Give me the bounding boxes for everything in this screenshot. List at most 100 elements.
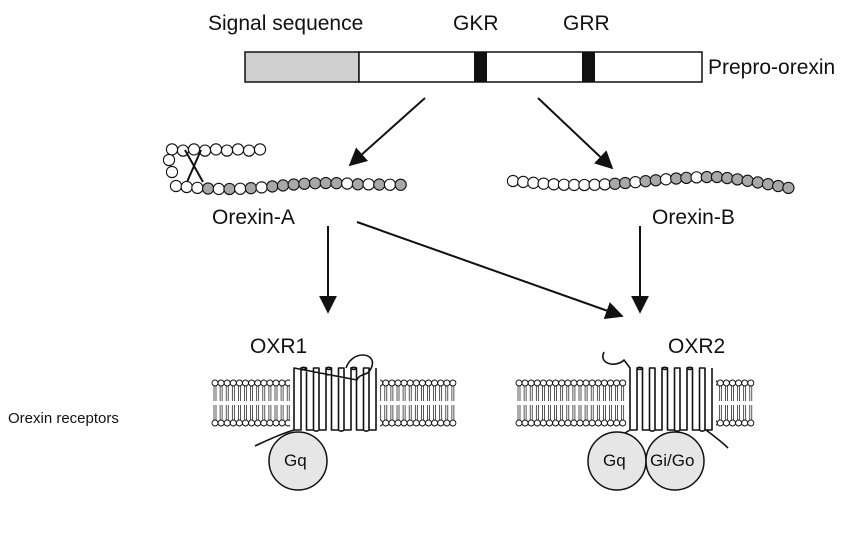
lipid-head [394, 419, 402, 427]
orexin-b-residue [598, 178, 611, 191]
orexin-b-peptide-chain [506, 170, 795, 195]
lipid-tail [590, 386, 594, 420]
lipid-head [449, 419, 457, 427]
lipid-head [564, 379, 572, 387]
lipid-head [217, 379, 225, 387]
arrow-to-orexin-a [348, 97, 426, 167]
receptor-backing [290, 368, 380, 430]
lipid-head [741, 419, 749, 427]
prepro-orexin-body [358, 51, 703, 83]
lipid-head [527, 379, 535, 387]
lipid-head [576, 379, 584, 387]
orexin-a-residue [162, 153, 176, 167]
lipid-head [388, 419, 396, 427]
lipid-head [515, 379, 523, 387]
lipid-head [619, 379, 627, 387]
orexin-b-residue [557, 178, 571, 191]
lipid-head [552, 379, 560, 387]
orexin-b-residue [639, 175, 652, 188]
gkr-cleavage-site [474, 52, 487, 82]
orexin-a-residue [253, 143, 267, 156]
lipid-head [406, 419, 414, 427]
lipid-head [400, 379, 408, 387]
lipid-tail [542, 386, 545, 420]
grr-cleavage-site [582, 52, 595, 82]
lipid-tail [535, 386, 539, 420]
orexin-receptors-label: Orexin receptors [8, 410, 119, 427]
signal-sequence-label: Signal sequence [208, 12, 364, 35]
orexin-b-residue [761, 178, 775, 191]
orexin-b-residue [568, 178, 581, 192]
lipid-tail [743, 386, 747, 420]
lipid-head [570, 419, 578, 427]
lipid-tail [439, 386, 443, 420]
lipid-tail [384, 386, 388, 420]
orexin-b-residue [741, 174, 754, 187]
orexin-b-residue [608, 177, 622, 190]
lipid-head [747, 419, 755, 427]
lipid-head [558, 379, 566, 387]
lipid-tail [286, 386, 290, 420]
orexin-a-residue [165, 165, 179, 179]
orexin-b-residue [751, 176, 764, 189]
lipid-head [552, 419, 560, 427]
lipid-head [260, 419, 268, 427]
lipid-head [229, 379, 237, 387]
orexin-b-residue [537, 177, 550, 190]
orexin-a-residue [180, 180, 193, 194]
lipid-tail [427, 386, 430, 420]
lipid-head [260, 379, 268, 387]
lipid-head [242, 379, 249, 387]
orexin-a-residue [319, 176, 332, 190]
lipid-tail [603, 386, 606, 420]
lipid-head [217, 419, 225, 427]
lipid-tail [517, 386, 521, 420]
oxr2-gq-label: Gq [603, 451, 626, 470]
lipid-head [418, 379, 426, 387]
lipid-head [242, 419, 249, 427]
orexin-a-residue [276, 179, 290, 192]
lipid-tail [225, 386, 229, 420]
orexin-b-residue [629, 175, 642, 189]
orexin-b-residue [721, 171, 734, 185]
lipid-head [729, 379, 736, 387]
lipid-tail [256, 386, 260, 420]
lipid-head [229, 419, 237, 427]
lipid-tail [244, 386, 247, 420]
lipid-tail [548, 386, 551, 420]
lipid-head [527, 419, 535, 427]
oxr1-gq-label: Gq [284, 451, 307, 470]
prepro-orexin-bar [244, 51, 703, 83]
lipid-head [278, 419, 286, 427]
lipid-head [412, 379, 420, 387]
lipid-head [248, 419, 256, 427]
lipid-head [588, 419, 596, 427]
lipid-head [546, 379, 553, 387]
lipid-head [607, 379, 614, 387]
lipid-head [564, 419, 572, 427]
lipid-head [425, 419, 432, 427]
lipid-tail [414, 386, 418, 420]
orexin-b-residue [547, 178, 560, 191]
lipid-head [272, 379, 280, 387]
orexin-b-residue [619, 176, 632, 190]
orexin-a-residue [244, 182, 258, 195]
lipid-head [443, 379, 451, 387]
lipid-head [558, 419, 566, 427]
orexin-a-residue [266, 180, 279, 193]
lipid-head [388, 379, 396, 387]
orexin-a-residue [330, 176, 343, 190]
orexin-b-residue [670, 172, 683, 185]
orexin-a-residue [308, 177, 322, 190]
oxr1-label: OXR1 [250, 335, 308, 358]
oxr2-label: OXR2 [668, 335, 726, 358]
lipid-tail [451, 386, 455, 420]
lipid-head [619, 419, 627, 427]
orexin-b-residue [731, 173, 744, 186]
orexin-b-residue [690, 171, 703, 184]
lipid-head [254, 419, 262, 427]
orexin-a-label: Orexin-A [212, 206, 295, 229]
orexin-b-residue [588, 178, 601, 191]
lipid-head [418, 419, 426, 427]
